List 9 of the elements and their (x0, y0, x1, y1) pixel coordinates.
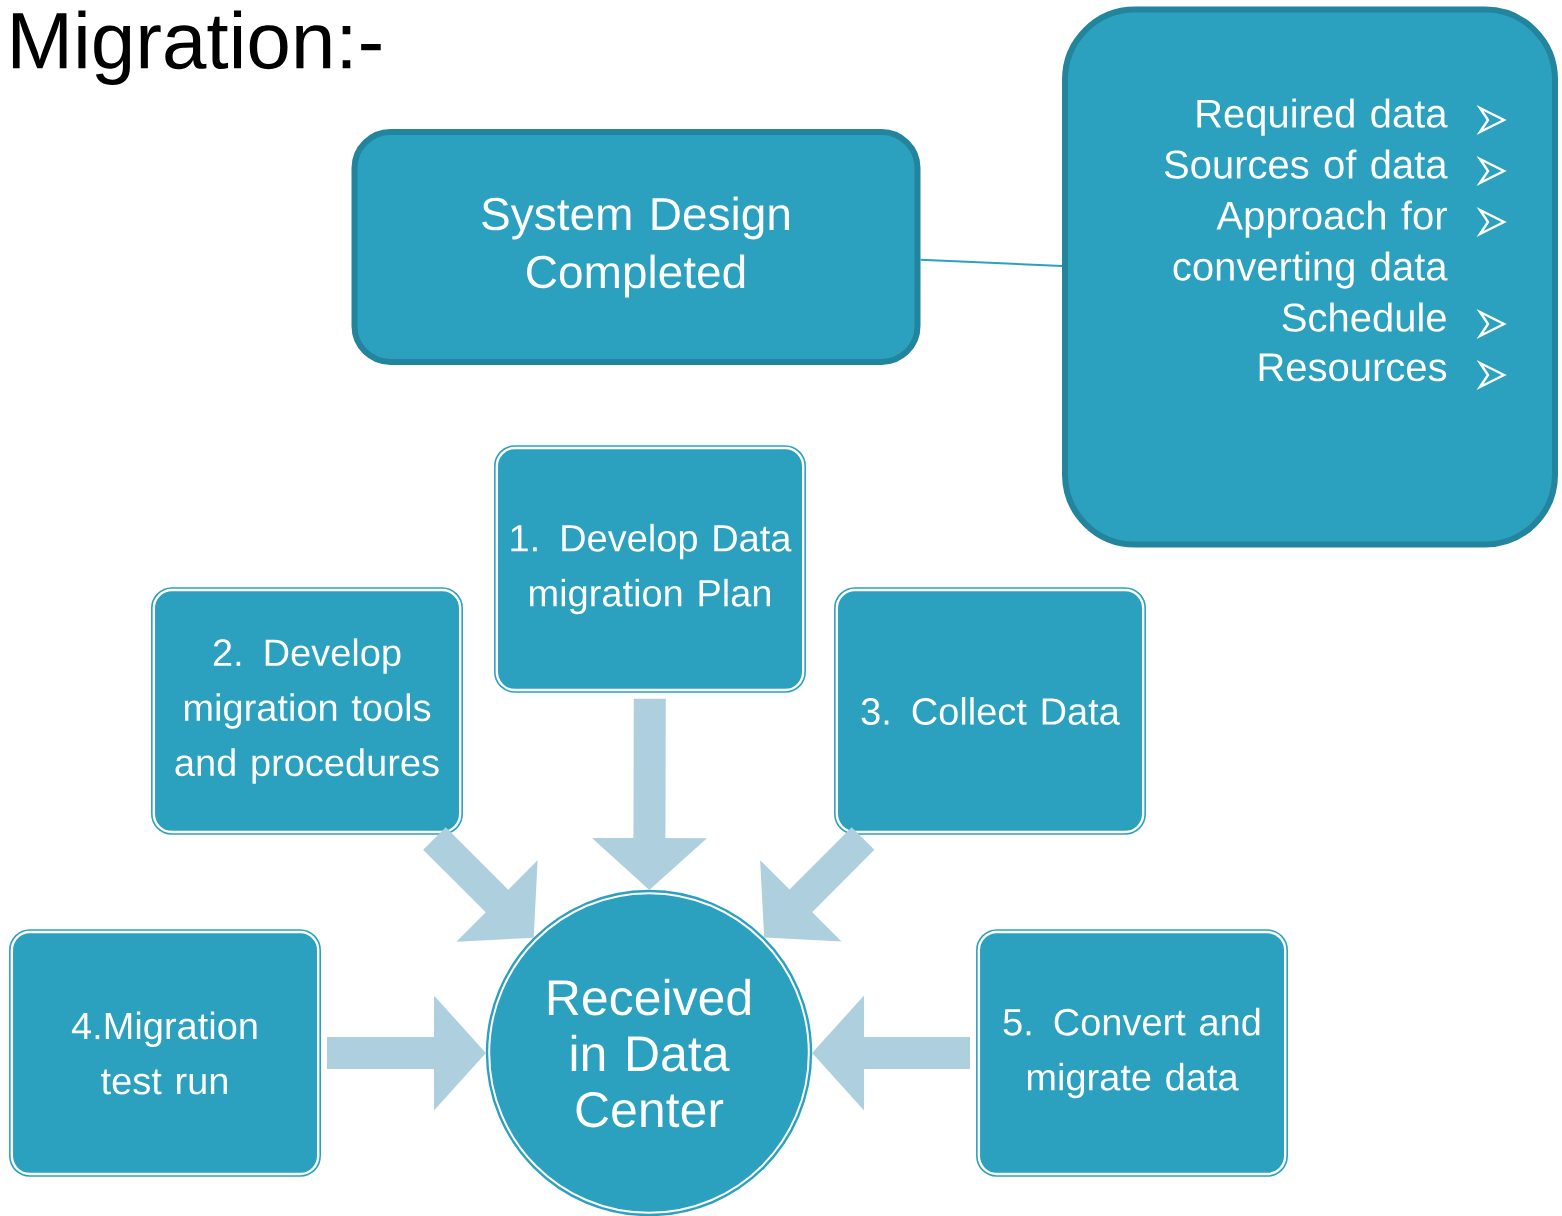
process-box: System Design Completed (351, 129, 921, 365)
title: Migration:- (12, 10, 381, 85)
list-box: Required data Sources of data Approach for converting data Schedule Resources (1062, 6, 1558, 548)
connector-line (919, 258, 1063, 267)
step-box: 2. Develop migration tools and procedures (151, 587, 463, 835)
step-box: 4.Migration test run (9, 929, 321, 1177)
step-box: 1. Develop Data migration Plan (494, 445, 806, 693)
step-box: 5. Convert and migrate data (976, 929, 1288, 1177)
step-box: 3. Collect Data (834, 587, 1146, 835)
